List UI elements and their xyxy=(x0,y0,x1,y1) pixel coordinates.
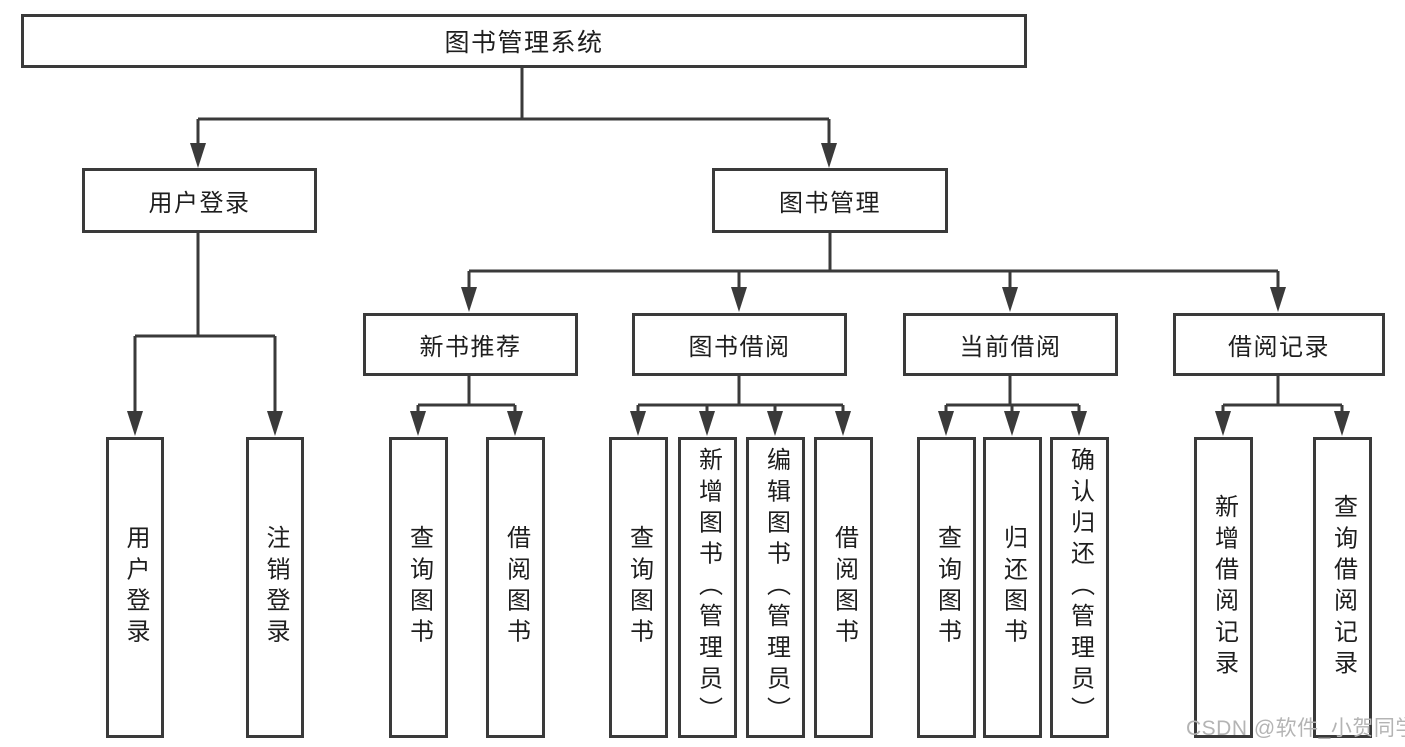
node-book-management: 图书管理 xyxy=(712,168,948,233)
connector-new-book-children xyxy=(416,376,517,414)
node-book-borrow: 图书借阅 xyxy=(632,313,847,376)
node-label: 图书管理 xyxy=(779,190,881,217)
leaf-query-borrow-record: 查询借阅记录 xyxy=(1313,437,1372,738)
leaf-query-books-current: 查询图书 xyxy=(917,437,976,738)
leaf-add-books-admin: 新增图书（管理员） xyxy=(678,437,737,738)
csdn-watermark: CSDN @软件_小贺同学 xyxy=(1186,717,1405,740)
leaf-label: 查询借阅记录 xyxy=(1329,493,1357,682)
connector-book-management-children xyxy=(467,233,1280,290)
node-label: 用户登录 xyxy=(148,190,251,217)
leaf-user-login: 用户登录 xyxy=(106,437,164,738)
leaf-query-books-borrow: 查询图书 xyxy=(609,437,668,738)
leaf-label: 新增图书（管理员） xyxy=(694,447,722,728)
node-new-book-recommend: 新书推荐 xyxy=(363,313,578,376)
leaf-label: 查询图书 xyxy=(405,525,433,650)
node-label: 图书借阅 xyxy=(688,334,791,361)
leaf-logout: 注销登录 xyxy=(246,437,304,738)
leaf-label: 用户登录 xyxy=(122,525,149,650)
leaf-query-books-recommend: 查询图书 xyxy=(389,437,448,738)
node-label: 图书管理系统 xyxy=(444,29,604,57)
leaf-label: 归还图书 xyxy=(999,525,1027,650)
node-label: 当前借阅 xyxy=(959,334,1062,361)
leaf-label: 确认归还（管理员） xyxy=(1066,447,1094,728)
leaf-borrow-books-borrow: 借阅图书 xyxy=(814,437,873,738)
connector-current-borrow-children xyxy=(944,376,1081,414)
leaf-label: 编辑图书（管理员） xyxy=(762,447,790,728)
leaf-add-borrow-record: 新增借阅记录 xyxy=(1194,437,1253,738)
leaf-label: 新增借阅记录 xyxy=(1210,493,1238,682)
connector-book-borrow-children xyxy=(636,376,845,414)
leaf-label: 借阅图书 xyxy=(830,525,858,650)
leaf-edit-books-admin: 编辑图书（管理员） xyxy=(746,437,805,738)
arrowheads xyxy=(127,143,1350,436)
leaf-return-books: 归还图书 xyxy=(983,437,1042,738)
node-borrow-records: 借阅记录 xyxy=(1173,313,1385,376)
leaf-label: 查询图书 xyxy=(625,525,653,650)
node-library-management-system: 图书管理系统 xyxy=(21,14,1027,68)
node-current-borrow: 当前借阅 xyxy=(903,313,1118,376)
leaf-label: 借阅图书 xyxy=(502,525,530,650)
connector-user-login-children xyxy=(133,233,277,414)
connector-borrow-records-children xyxy=(1221,376,1344,414)
leaf-label: 查询图书 xyxy=(933,525,961,650)
node-label: 新书推荐 xyxy=(419,334,522,361)
leaf-borrow-books-recommend: 借阅图书 xyxy=(486,437,545,738)
connector-root-to-level2 xyxy=(196,68,831,146)
node-user-login: 用户登录 xyxy=(82,168,317,233)
leaf-confirm-return-admin: 确认归还（管理员） xyxy=(1050,437,1109,738)
node-label: 借阅记录 xyxy=(1228,334,1330,361)
leaf-label: 注销登录 xyxy=(262,525,289,650)
